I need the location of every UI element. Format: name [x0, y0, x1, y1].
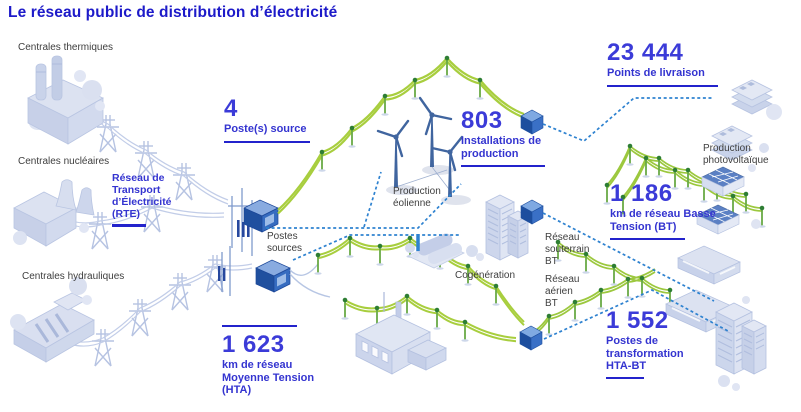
wind-turbines-icon	[376, 96, 471, 205]
house-pv-icon	[696, 166, 761, 235]
city-building-icon	[466, 194, 529, 261]
stat-overline	[222, 325, 297, 327]
stat-value: 23 444	[607, 39, 684, 66]
label-production-photovoltaique: Production photovoltaïque	[703, 143, 769, 166]
stat-reseau-bt: 1 186 km de réseau Basse Tension (BT)	[610, 181, 716, 240]
label-reseau-souterrain-bt: Réseau souterrain BT	[545, 232, 590, 267]
stat-reseau-hta: 1 623 km de réseau Moyenne Tension (HTA)	[222, 325, 322, 396]
cogeneration-icon	[405, 233, 465, 269]
page-title: Le réseau public de distribution d’élect…	[8, 4, 338, 21]
stat-underline	[606, 377, 644, 380]
label-centrales-nucleaires: Centrales nucléaires	[18, 156, 110, 167]
solar-stack-icon	[711, 79, 782, 172]
label-centrales-hydrauliques: Centrales hydrauliques	[22, 271, 125, 282]
label-rte: Réseau de Transport d’Électricité (RTE)	[112, 172, 172, 220]
label-centrales-thermiques: Centrales thermiques	[18, 42, 114, 53]
stat-postes-transformation: 1 552 Postes de transformation HTA-BT	[606, 307, 702, 380]
bt-network-aerien	[535, 238, 675, 337]
office-building-icon	[715, 302, 767, 391]
stat-label: Points de livraison	[607, 67, 705, 80]
nuclear-plant-icon	[13, 179, 95, 247]
substation-icon	[218, 188, 331, 298]
stat-value: 803	[461, 107, 503, 134]
poste-source-box-icon	[243, 199, 279, 233]
distribution-cube-icon	[519, 325, 543, 351]
rte-underline	[112, 224, 146, 227]
stat-points-livraison: 23 444 Points de livraison	[607, 40, 727, 87]
dashed-connectors	[266, 97, 729, 340]
label-cogeneration: Cogénération	[455, 270, 516, 281]
stat-label: Installations de production	[461, 135, 542, 160]
thermal-plant-icon	[27, 55, 105, 145]
stat-underline	[461, 164, 545, 167]
stat-underline	[610, 237, 685, 240]
stat-label: Postes de transformation HTA-BT	[606, 335, 684, 372]
hta-line	[276, 54, 526, 215]
hydro-plant-icon	[10, 277, 95, 363]
stat-value: 4	[224, 95, 238, 122]
stat-postes-source: 4 Poste(s) source	[224, 96, 319, 143]
label-reseau-aerien-bt: Réseau aérien BT	[545, 274, 580, 309]
stat-value: 1 186	[610, 180, 673, 207]
stat-label: Poste(s) source	[224, 123, 307, 136]
stat-installations-production: 803 Installations de production	[461, 108, 551, 167]
label-production-eolienne: Production éolienne	[393, 186, 441, 209]
stat-underline	[607, 84, 718, 87]
stat-value: 1 552	[606, 307, 669, 334]
stat-label: km de réseau Basse Tension (BT)	[610, 208, 716, 233]
factory-icon	[355, 292, 447, 375]
stat-underline	[224, 140, 310, 143]
label-postes-sources: Postes sources	[267, 231, 303, 254]
poste-source-box-icon	[255, 259, 291, 293]
stat-value: 1 623	[222, 331, 285, 358]
stat-label: km de réseau Moyenne Tension (HTA)	[222, 359, 315, 396]
